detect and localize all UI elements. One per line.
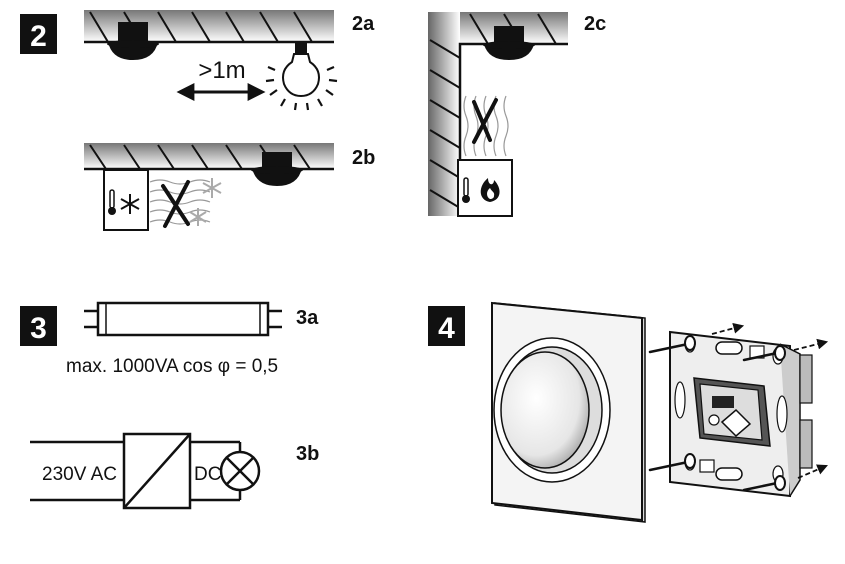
panel-3b: 230V AC DC 3b (30, 432, 319, 510)
screw-icon (742, 345, 786, 362)
frame-slot (715, 341, 743, 355)
rotary-shaft (720, 408, 752, 438)
panel-2c-label: 2c (584, 13, 606, 35)
motion-detector-icon (483, 26, 535, 60)
screw-icon (742, 475, 786, 492)
panel-3b-label: 3b (296, 443, 319, 465)
frame-slot (715, 467, 743, 481)
step-3-badge: 3 (20, 306, 57, 346)
output-label: DC (194, 464, 221, 485)
step-2-number: 2 (30, 20, 47, 53)
prohibited-cross-icon (472, 98, 498, 144)
dimmer-insert (693, 377, 771, 447)
fluorescent-tube-icon (84, 301, 282, 337)
panel-2c: 2c (428, 12, 606, 217)
step-3-number: 3 (30, 312, 47, 345)
panel-2b-label: 2b (352, 147, 375, 169)
step-4-number: 4 (438, 312, 455, 345)
thermometer-icon (108, 189, 116, 215)
lamp-icon (219, 450, 261, 492)
panel-2b: 2b (84, 143, 375, 231)
distance-label: >1m (198, 57, 245, 84)
light-bulb-icon (265, 43, 338, 111)
step-4-badge: 4 (428, 306, 465, 346)
assembly-arrows (711, 323, 829, 479)
panel-2a-label: 2a (352, 13, 375, 35)
motion-detector-icon (107, 22, 159, 60)
dimmer-knob (500, 351, 590, 469)
panel-4-dimmer-assembly (491, 301, 829, 523)
panel-2a: >1m 2a (84, 10, 375, 111)
ceiling (84, 143, 334, 169)
input-voltage-label: 230V AC (42, 464, 117, 485)
cold-air-flow (149, 179, 211, 225)
air-conditioner-unit (103, 169, 149, 231)
panel-3a: 3a max. 1000VA cos φ = 0,5 (66, 301, 319, 377)
step-2-badge: 2 (20, 14, 57, 54)
prohibited-cross-icon (161, 180, 190, 228)
panel-3a-label: 3a (296, 307, 319, 329)
screw-icon (648, 335, 696, 354)
snowflake-icon (189, 178, 222, 226)
load-spec: max. 1000VA cos φ = 0,5 (66, 356, 278, 377)
screw-icon (648, 453, 696, 472)
snowflake-icon (120, 194, 140, 214)
heater-unit (457, 159, 513, 217)
thermometer-icon (462, 177, 470, 203)
motion-detector-icon (251, 152, 303, 186)
flame-icon (480, 178, 500, 202)
cover-plate (491, 301, 646, 523)
